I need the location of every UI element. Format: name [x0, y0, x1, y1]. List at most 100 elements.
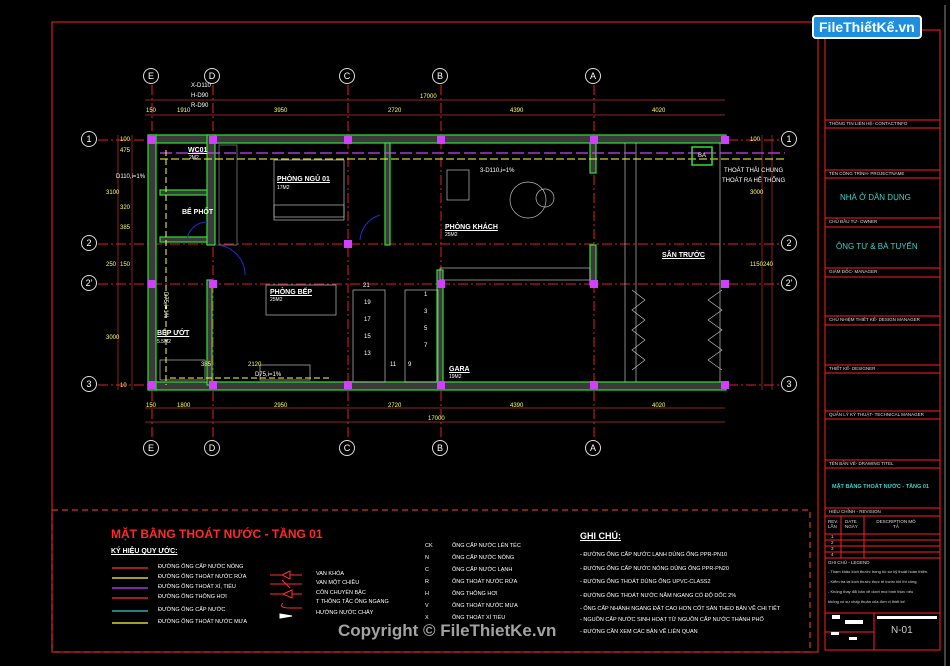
abbr-label: ỐNG CẤP NƯỚC LÊN TÉC: [452, 543, 521, 549]
tb-rev-row: 2: [831, 540, 834, 545]
note-item: - ĐƯỜNG ỐNG THOÁT NƯỚC NẰM NGANG CÓ ĐỘ D…: [580, 593, 737, 599]
dim-left: 475: [120, 148, 131, 154]
pipe-label-vertical: D75,i=1%: [162, 292, 168, 319]
grid-bubble-b-top: B: [432, 68, 448, 84]
stair-step: 11: [390, 362, 397, 368]
pipe-label-left-main: D110,i=1%: [116, 174, 146, 180]
grid-bubble-c-top: C: [339, 68, 355, 84]
pipe-label-r: R-D90: [191, 103, 209, 109]
tb-sheet-number: N-01: [891, 625, 913, 636]
dim-bottom: 150: [146, 403, 157, 409]
abbr-label: ỐNG THÔNG HƠI: [452, 591, 498, 597]
grid-bubble-1-left: 1: [81, 131, 97, 147]
tb-tech-manager-label: QUẢN LÝ KỸ THUẬT- TECHNICAL MANAGER: [829, 412, 924, 417]
room-kitchen: PHÒNG BẾP: [270, 289, 313, 296]
dim-left: 385: [120, 225, 131, 231]
dim-left: 3000: [106, 335, 120, 341]
dim-left: 10: [120, 383, 127, 389]
tb-contact-label: THÔNG TIN LIÊN HỆ- CONTACTINFO: [829, 121, 908, 126]
inspection-box: [691, 146, 713, 166]
columns: [148, 136, 729, 389]
dim-top: 3950: [274, 108, 288, 114]
doors: [186, 214, 381, 276]
dim-right: 240: [763, 262, 774, 268]
dim-top: 2720: [388, 108, 402, 114]
note-item: - ỐNG CẤP NHÁNH NGANG ĐẶT CAO HƠN CỐT SÀ…: [580, 606, 781, 612]
abbr-label: ỐNG THOÁT NƯỚC RỬA: [452, 579, 518, 585]
dim-bottom: 4390: [510, 403, 524, 409]
fitting-label: HƯỚNG NƯỚC CHẢY: [316, 610, 374, 616]
dim-left: 150: [120, 262, 131, 268]
dim-bottom: 2950: [274, 403, 288, 409]
drawing-title: MẶT BẰNG THOÁT NƯỚC - TẦNG 01: [111, 527, 323, 541]
tb-rev-row: 3: [831, 546, 834, 551]
tb-rev-row: 1: [831, 534, 834, 539]
tb-designer-label: THIẾT KẾ- DESIGNER: [829, 366, 876, 371]
dim-right: 100: [750, 137, 761, 143]
inspection-box-label: BA: [698, 153, 707, 159]
abbr-code: X: [425, 615, 429, 621]
dim-left: 250: [106, 262, 117, 268]
dim-bottom: 4020: [652, 403, 666, 409]
stair-step: 1: [424, 292, 428, 298]
grid-bubble-a-bottom: A: [585, 440, 601, 456]
room-wc-area: 2M2: [189, 155, 199, 161]
title-block-logos: [831, 615, 937, 640]
stair-step: 21: [363, 283, 370, 289]
dim-bottom-total: 17000: [428, 416, 445, 422]
tb-revision-label: HIỆU CHỈNH - REVISION: [829, 509, 881, 514]
abbr-code: V: [425, 603, 429, 609]
fixtures: [159, 143, 723, 383]
tb-legend-text: không có sự chấp thuận của đơn vị thiết …: [828, 599, 906, 604]
tb-manager-label: GIÁM ĐỐC- MANAGER: [829, 269, 878, 274]
symbols-heading: KÝ HIỆU QUY ƯỚC:: [111, 548, 178, 555]
grid-bubble-d-bottom: D: [204, 440, 220, 456]
dim-top-total: 17000: [420, 94, 437, 100]
tb-legend-label: GHI CHÚ - LEGEND: [828, 560, 870, 565]
copyright-watermark: Copyright © FileThietKe.vn: [338, 621, 557, 640]
stair-step: 19: [364, 300, 371, 306]
pipe-label-x: X-D110: [191, 83, 211, 89]
grid-bubble-2-left: 2: [81, 235, 97, 251]
note-item: - NGUỒN CẤP NƯỚC SINH HOẠT TỪ NGUỒN CẤP …: [580, 617, 764, 623]
tb-project-label: TÊN CÔNG TRÌNH- PROJECTNAME: [829, 171, 905, 176]
room-kitchen-area: 25M2: [270, 297, 283, 303]
stair-step: 7: [424, 343, 428, 349]
fitting-label: VAN KHÓA: [316, 571, 345, 577]
tb-legend-text: - Kiểm tra lại kích thước thực tế trước …: [828, 579, 918, 584]
fitting-symbols: [270, 570, 302, 619]
abbr-label: ỐNG THOÁT NƯỚC MƯA: [452, 603, 518, 609]
tb-rev-header: DATE NGÀY: [845, 519, 858, 529]
tb-drawing-title: MẶT BẰNG THOÁT NƯỚC - TẦNG 01: [832, 484, 929, 490]
grid-bubble-3-right: 3: [781, 376, 797, 392]
dim-inner: 385: [201, 362, 212, 368]
stair-step: 3: [424, 309, 428, 315]
dim-top: 4020: [652, 108, 666, 114]
grid-bubble-1-right: 1: [781, 131, 797, 147]
tb-design-manager-label: CHỦ NHIỆM THIẾT KẾ- DESIGN MANAGER: [829, 317, 920, 322]
room-wc: WC01: [188, 147, 208, 154]
room-front-yard: SÂN TRƯỚC: [662, 252, 705, 259]
walls: [147, 134, 727, 391]
grid-bubble-a-top: A: [585, 68, 601, 84]
tb-rev-row: 4: [831, 552, 834, 557]
room-living-area: 25M2: [445, 232, 458, 238]
grid-bubble-2p-left: 2': [81, 275, 97, 291]
stair-step: 13: [364, 351, 371, 357]
outlet-label-2: THOÁT RA HỆ THỐNG: [722, 178, 786, 184]
tb-owner: ÔNG TƯ & BÀ TUYẾN: [836, 242, 918, 251]
pipe-label-main: 3-D110,i=1%: [480, 168, 515, 174]
room-garage-area: 19M2: [449, 374, 462, 380]
dim-bottom: 2720: [388, 403, 402, 409]
dim-right: 3000: [750, 190, 764, 196]
grid-bubble-2p-right: 2': [781, 275, 797, 291]
room-bedroom: PHÒNG NGỦ 01: [277, 176, 330, 183]
tb-rev-header: REV. LẦN: [828, 519, 839, 529]
fitting-label: T THÔNG TẮC ỐNG NGANG: [316, 599, 389, 605]
dim-left: 3100: [106, 190, 120, 196]
grid-bubble-d-top: D: [204, 68, 220, 84]
abbr-code: C: [425, 567, 429, 573]
tb-legend-text: - Không thay đổi bản vẽ dưới mọi hình th…: [828, 589, 914, 594]
stair-step: 9: [408, 362, 412, 368]
